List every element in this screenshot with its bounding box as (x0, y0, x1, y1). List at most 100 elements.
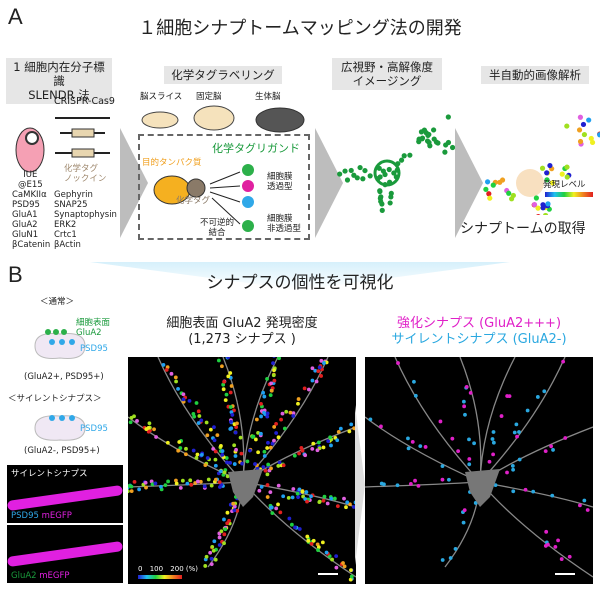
synapse-dot (211, 447, 216, 451)
synapse-dot (487, 195, 493, 201)
synapse-dot (440, 464, 445, 468)
synapse-dot (322, 361, 326, 365)
synapse-dot (281, 494, 286, 499)
synapse-dot (177, 440, 182, 444)
synapse-dot (395, 483, 400, 488)
synapse-dot (491, 452, 496, 457)
target-protein-label: 目的タンパク質 (142, 158, 202, 168)
synapse-dot (487, 459, 492, 464)
synapse-dot (300, 448, 305, 453)
synapse-dot (263, 468, 268, 473)
synapse-dot (234, 447, 238, 452)
synapse-dot (490, 182, 496, 188)
synapse-dot (545, 201, 551, 207)
synapse-dot (235, 508, 240, 513)
synapse-dot (467, 437, 471, 442)
micrograph-psd95: サイレントシナプス PSD95 mEGFP (6, 465, 124, 523)
synapse-dot (269, 381, 274, 386)
synapse-dot (195, 452, 200, 457)
synapse-dot (164, 368, 169, 372)
synapse-dot (128, 489, 130, 494)
synapse-dot (147, 421, 152, 426)
synapse-dot (239, 451, 244, 456)
synapse-dot (276, 502, 280, 507)
dendrite (242, 357, 279, 483)
synapse-dot (551, 448, 555, 452)
synapse-dot (376, 165, 382, 171)
synapse-dot (222, 379, 227, 384)
synapse-dot (129, 489, 134, 493)
synapse-dot (386, 179, 393, 185)
synapse-dot (176, 386, 180, 391)
synapse-dot (212, 539, 217, 544)
synapse-dot (351, 505, 356, 509)
synapse-dot (213, 449, 218, 454)
synapse-dot (438, 419, 443, 424)
synapse-dot (215, 433, 220, 437)
synapse-dot (342, 168, 348, 174)
synapse-dot (303, 453, 308, 458)
synapse-dot (209, 562, 214, 567)
synapse-dot (261, 390, 266, 395)
synapse-dot (461, 399, 466, 404)
synapse-dot (197, 414, 202, 418)
synapse-dot (150, 482, 155, 487)
synapse-dot (424, 138, 431, 144)
synapse-dot (132, 479, 137, 484)
synapse-dot (368, 417, 373, 422)
synapse-dot (396, 361, 400, 365)
synapse-dot (297, 451, 302, 456)
synapse-dot (217, 535, 222, 540)
synapse-dot (196, 421, 201, 425)
synapse-dot (277, 460, 282, 465)
synapse-dot (265, 376, 269, 381)
synapse-dot (297, 487, 302, 492)
synapse-dot (564, 164, 570, 170)
synapse-dot (349, 574, 354, 579)
synapse-dot (563, 436, 568, 440)
synapse-dot (597, 132, 600, 138)
synapse-dot (272, 368, 276, 373)
synapse-dot (291, 411, 296, 416)
synapse-dot (276, 435, 281, 440)
synapse-dot (550, 493, 555, 498)
synapse-dot (194, 401, 199, 405)
synapse-dot (401, 153, 407, 159)
synapse-dot (188, 478, 193, 483)
normal-title: ＜通常＞ (40, 297, 75, 307)
synapse-dot (330, 557, 334, 562)
synapse-dot (270, 441, 275, 446)
synapse-dot (274, 431, 279, 435)
synapse-dot (137, 487, 142, 492)
synapse-dot (362, 167, 368, 174)
synapse-dot (253, 437, 258, 442)
soma (465, 469, 500, 507)
silent-annotation: サイレントシナプス (11, 469, 88, 479)
synapse-dot (382, 482, 386, 487)
synapse-dot (259, 401, 263, 406)
synapse-dot (205, 433, 210, 438)
synapse-dot (412, 379, 416, 384)
expression-level-label: 発現レベル (543, 180, 586, 190)
dendrite (394, 357, 481, 483)
synapse-dot (588, 135, 594, 142)
synapse-dot (335, 438, 340, 443)
synapse-dot (221, 387, 226, 392)
synapse-dot (222, 541, 226, 546)
synapse-dot (313, 368, 318, 373)
synapse-dot (395, 161, 401, 167)
synapse-dot (187, 398, 192, 403)
synapse-dot (533, 195, 539, 201)
silent-title: ＜サイレントシナプス＞ (8, 394, 102, 404)
synapse-dot (196, 409, 201, 414)
synapse-dot (282, 426, 287, 431)
panel-b-banner: シナプスの個性を可視化 (206, 273, 394, 293)
synapse-dot (506, 190, 512, 196)
synapse-dot (290, 495, 295, 500)
synapse-dot (511, 489, 516, 494)
synapse-dot (291, 487, 296, 491)
synapse-dot (272, 425, 277, 429)
